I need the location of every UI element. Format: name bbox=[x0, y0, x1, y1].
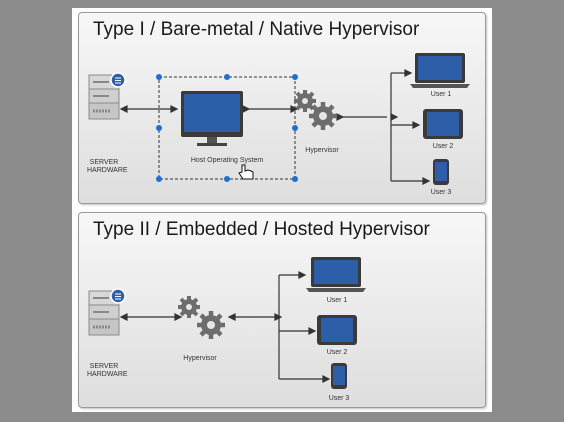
type2-user3-label: User 3 bbox=[328, 395, 350, 402]
type2-title: Type II / Embedded / Hosted Hypervisor bbox=[93, 219, 430, 240]
type2-panel: Type II / Embedded / Hosted Hypervisor bbox=[78, 212, 486, 408]
server-hardware-icon bbox=[88, 288, 126, 336]
type1-user3-label: User 3 bbox=[430, 189, 452, 196]
user2-tablet-icon bbox=[423, 109, 463, 139]
type1-user2-label: User 2 bbox=[432, 143, 454, 150]
type1-server-label: SERVER HARDWARE bbox=[87, 159, 128, 174]
type1-user1-label: User 1 bbox=[430, 91, 452, 98]
user1-laptop-icon bbox=[410, 53, 470, 88]
type2-hypervisor-label: Hypervisor bbox=[183, 355, 217, 362]
type2-server-label: SERVER HARDWARE bbox=[87, 363, 128, 378]
hypervisor-gears-icon bbox=[294, 90, 337, 130]
server-hardware-icon bbox=[88, 72, 126, 120]
type2-diagram bbox=[88, 257, 366, 389]
type2-connectors bbox=[119, 271, 331, 383]
type1-title: Type I / Bare-metal / Native Hypervisor bbox=[93, 19, 420, 40]
slide-canvas: Type I / Bare-metal / Native Hypervisor bbox=[72, 8, 492, 412]
type1-diagram bbox=[88, 53, 470, 185]
user1-laptop-icon bbox=[306, 257, 366, 292]
user3-phone-icon bbox=[331, 363, 347, 389]
type1-hypervisor-label: Hypervisor bbox=[305, 147, 339, 154]
type1-connectors bbox=[119, 69, 431, 185]
user3-phone-icon bbox=[433, 159, 449, 185]
user2-tablet-icon bbox=[317, 315, 357, 345]
type1-panel: Type I / Bare-metal / Native Hypervisor bbox=[78, 12, 486, 204]
type2-user2-label: User 2 bbox=[326, 349, 348, 356]
hand-cursor-icon bbox=[238, 164, 254, 180]
host-os-selection[interactable] bbox=[156, 74, 298, 182]
host-os-monitor-icon bbox=[181, 91, 243, 146]
hypervisor-gears-icon bbox=[178, 296, 225, 339]
type2-user1-label: User 1 bbox=[326, 297, 348, 304]
host-os-label: Host Operating System bbox=[190, 157, 264, 164]
